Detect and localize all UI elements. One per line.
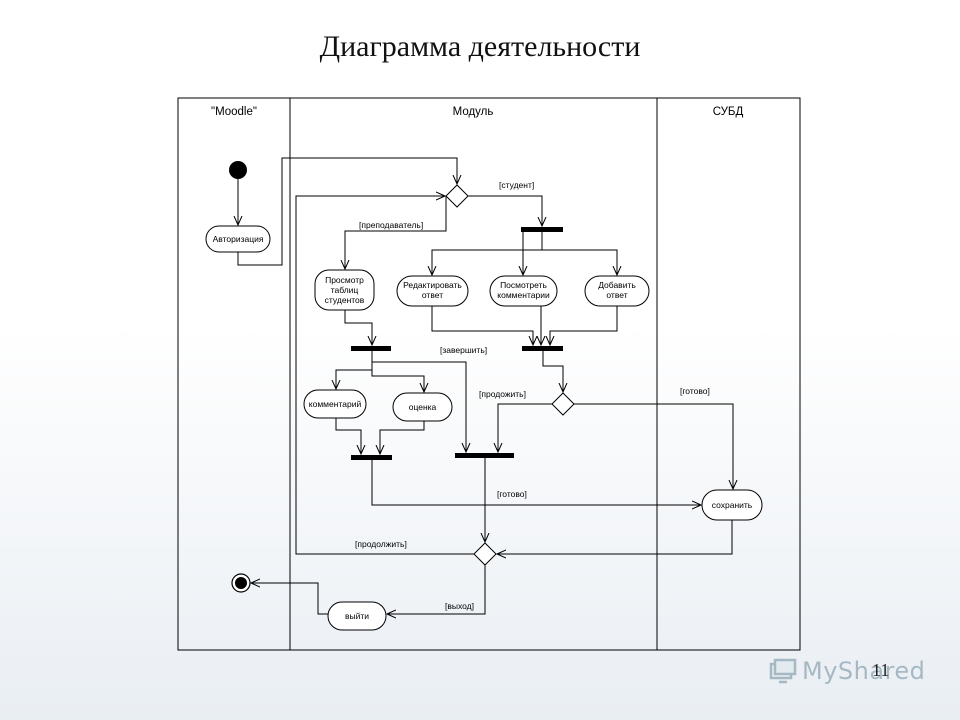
activity-edit-answer-label-2: ответ: [422, 290, 443, 300]
activity-view-tables-label-2: таблиц: [331, 285, 359, 295]
flow-fork-edit: [432, 232, 543, 275]
decision-exit: [473, 542, 497, 566]
activity-view-tables-label-3: студентов: [325, 295, 365, 305]
flow-fork-grade: [371, 351, 424, 392]
flow-done-1: [574, 403, 733, 489]
flow-fork-comment: [336, 351, 373, 389]
lane-label-dbms: СУБД: [713, 106, 744, 118]
activity-edit-answer-label-1: Редактировать: [403, 280, 462, 290]
decision-continue: [551, 392, 575, 416]
activity-comment-label: комментарий: [309, 399, 362, 409]
fork-student: [521, 227, 563, 232]
flow-fork-add: [541, 232, 617, 275]
lane-label-module: Модуль: [453, 106, 494, 118]
guard-finish: [завершить]: [440, 345, 487, 355]
join-grade: [351, 455, 392, 460]
guard-continue-1: [продожить]: [479, 389, 526, 399]
activity-view-comments-label-2: комментарии: [497, 290, 550, 300]
activity-grade: [392, 392, 453, 422]
final-node-core: [235, 577, 247, 589]
watermark-logo-icon: [769, 658, 797, 684]
flow-exit-final: [251, 583, 328, 615]
activity-save-label: сохранить: [712, 500, 753, 510]
flow-exit: [387, 565, 486, 614]
activity-view-comments-label-1: Посмотреть: [500, 280, 547, 290]
activity-comment: [303, 389, 367, 419]
guard-exit: [выход]: [445, 601, 474, 611]
flow-add-join: [550, 306, 618, 345]
fork-teacher: [351, 346, 391, 351]
guard-done-1: [готово]: [680, 386, 710, 396]
flow-save-decision: [497, 520, 733, 554]
activity-auth-label: Авторизация: [213, 234, 264, 244]
flow-comment-join: [335, 418, 361, 454]
activity-exit-label: выйти: [345, 611, 369, 621]
join-student: [522, 346, 563, 351]
flow-finish: [371, 351, 466, 452]
slide-title: Диаграмма деятельности: [319, 30, 641, 63]
flow-done-2: [371, 460, 701, 505]
flow-auth-decision: [237, 157, 457, 266]
activity-view-comments: [489, 275, 558, 307]
watermark-text: MyShared: [802, 657, 926, 685]
watermark: MyShared: [768, 656, 925, 686]
initial-node: [229, 161, 247, 179]
activity-add-answer-label-2: ответ: [606, 290, 627, 300]
guard-student: [студент]: [499, 180, 534, 190]
guard-done-2: [готово]: [497, 489, 527, 499]
join-finish: [455, 453, 514, 458]
activity-view-tables-label-1: Просмотр: [325, 275, 364, 285]
flow-grade-join: [380, 421, 425, 454]
guard-continue-2: [продолжить]: [355, 539, 407, 549]
guard-teacher: [преподаватель]: [359, 220, 423, 230]
activity-grade-label: оценка: [409, 402, 437, 412]
flow-student: [468, 195, 542, 226]
flow-continue-2: [295, 196, 474, 555]
flow-continue-1: [498, 403, 552, 452]
flow-tables-fork: [344, 310, 372, 345]
activity-add-answer-label-1: Добавить: [598, 280, 636, 290]
swimlane-frame: [177, 97, 801, 651]
decision-role: [445, 184, 469, 208]
flow-edit-join: [431, 306, 533, 345]
flow-teacher: [345, 196, 447, 269]
flow-join-decision: [542, 351, 563, 392]
lane-label-moodle: "Moodle": [211, 106, 257, 118]
page-number: 11: [872, 660, 890, 680]
